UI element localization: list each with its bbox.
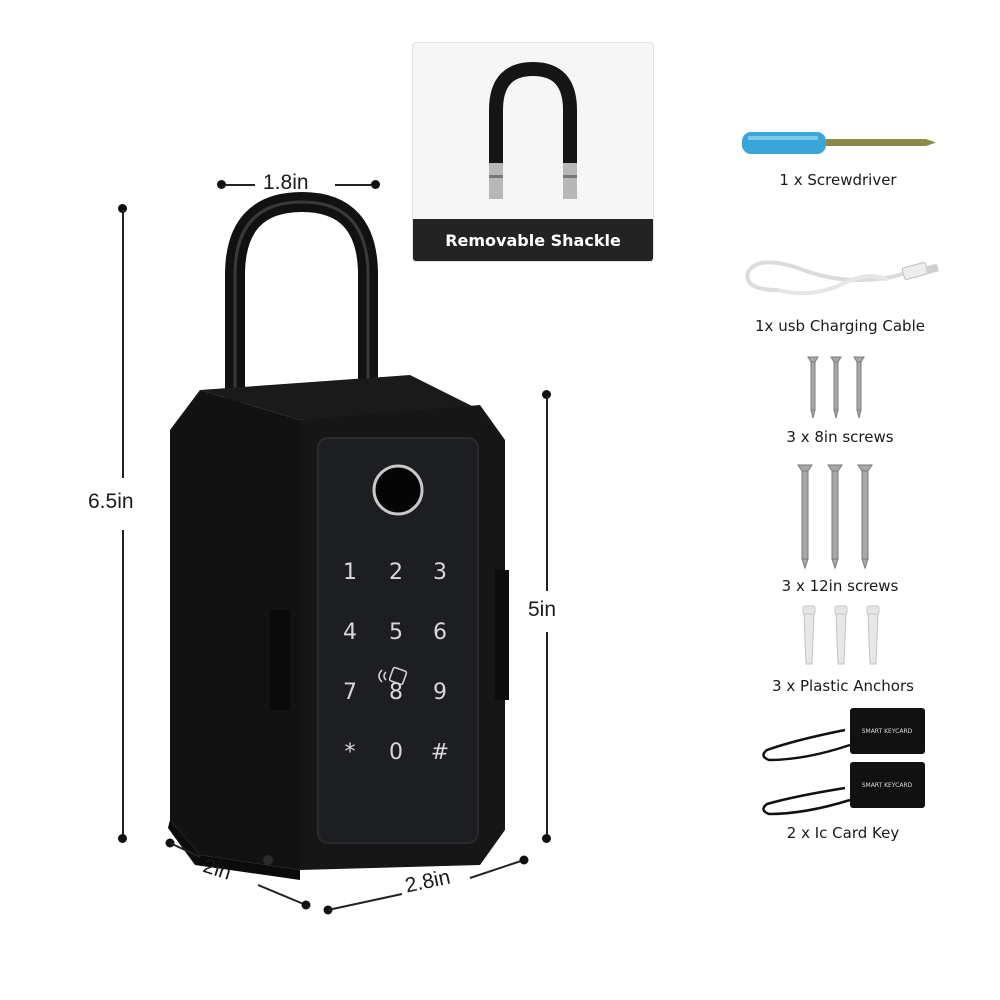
usb-cable-icon <box>745 260 939 296</box>
accessory-label-usb-cable: 1x usb Charging Cable <box>755 317 925 335</box>
dimension-front-line <box>323 855 529 915</box>
keypad-key: 9 <box>433 680 447 705</box>
dimension-height-body: 5in <box>528 598 557 621</box>
keypad-key: 0 <box>389 740 403 765</box>
short-screws-icon <box>807 356 865 419</box>
keypad-key: 8 <box>389 680 403 705</box>
accessory-label-plastic-anchors: 3 x Plastic Anchors <box>772 677 914 695</box>
keypad-key: 6 <box>433 620 447 645</box>
fingerprint-sensor <box>372 464 424 516</box>
accessory-label-ic-card: 2 x Ic Card Key <box>786 824 900 842</box>
keycard-text-1: SMART KEYCARD <box>862 728 913 735</box>
ic-card-key-icon: SMART KEYCARD SMART KEYCARD <box>762 708 925 816</box>
keypad-key: 3 <box>433 560 447 585</box>
screwdriver-icon <box>742 132 936 154</box>
dimension-width-top: 1.8in <box>263 171 309 194</box>
dimension-depth-line <box>165 838 311 910</box>
keypad-key: 2 <box>389 560 403 585</box>
accessory-label-long-screws: 3 x 12in screws <box>781 577 899 595</box>
keypad-key: 4 <box>343 620 357 645</box>
long-screws-icon <box>797 464 873 570</box>
lock-box-illustration <box>168 191 509 880</box>
keypad: 1 2 3 4 5 6 7 8 9 * 0 # <box>328 560 468 800</box>
keypad-key: 1 <box>343 560 357 585</box>
plastic-anchors-icon <box>802 605 880 665</box>
box-side <box>170 390 300 870</box>
keypad-panel <box>317 437 479 844</box>
shackle <box>225 191 378 402</box>
keycard-text-2: SMART KEYCARD <box>862 782 913 789</box>
dimension-height-total: 6.5in <box>88 490 134 513</box>
keypad-key: 7 <box>343 680 357 705</box>
keypad-key: * <box>344 740 356 765</box>
keypad-key: 5 <box>389 620 403 645</box>
accessory-label-short-screws: 3 x 8in screws <box>786 428 894 446</box>
removable-shackle-card: Removable Shackle <box>412 42 654 262</box>
keypad-key: # <box>430 740 450 765</box>
removable-shackle-icon <box>489 61 577 199</box>
removable-shackle-label: Removable Shackle <box>413 219 653 261</box>
accessory-label-screwdriver: 1 x Screwdriver <box>779 171 897 189</box>
nfc-icon <box>378 666 408 686</box>
